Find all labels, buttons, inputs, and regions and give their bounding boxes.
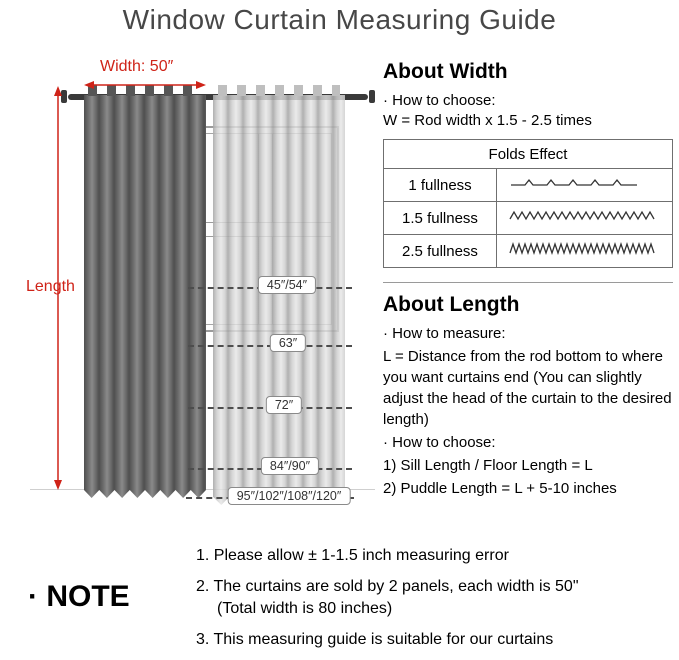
rod-finial-right xyxy=(369,90,375,103)
fold-pattern-zigzag-small-icon xyxy=(508,210,655,221)
note-list: 1. Please allow ± 1-1.5 inch measuring e… xyxy=(196,545,668,660)
length-mark-label: 72″ xyxy=(265,396,303,414)
width-arrow-icon xyxy=(84,81,206,89)
light-curtain-tabs xyxy=(218,85,340,96)
folds-table-header: Folds Effect xyxy=(383,139,673,169)
light-curtain xyxy=(213,95,345,505)
fold-pattern-flat-icon xyxy=(510,178,637,186)
fold-label: 1 fullness xyxy=(383,168,497,202)
note-item: 3. This measuring guide is suitable for … xyxy=(196,629,668,651)
length-arrow-icon xyxy=(54,86,62,490)
length-option-puddle: 2) Puddle Length = L + 5-10 inches xyxy=(383,480,617,497)
length-option-sill: 1) Sill Length / Floor Length = L xyxy=(383,457,593,474)
section-divider xyxy=(383,282,673,283)
length-mark-label: 84″/90″ xyxy=(260,457,320,475)
folds-effect-table: Folds Effect 1 fullness 1.5 fullness 2.5… xyxy=(383,139,673,268)
note-item-line: (Total width is 80 inches) xyxy=(217,600,393,617)
fold-pattern-zigzag-dense-icon xyxy=(508,241,655,256)
fold-row: 2.5 fullness xyxy=(383,234,673,268)
note-item-line: 3. This measuring guide is suitable for … xyxy=(196,631,554,648)
width-formula: W = Rod width x 1.5 - 2.5 times xyxy=(383,112,592,129)
info-panel: About Width · How to choose: W = Rod wid… xyxy=(383,60,673,503)
fold-row: 1.5 fullness xyxy=(383,201,673,235)
page-title: Window Curtain Measuring Guide xyxy=(122,4,557,35)
about-length-heading: About Length xyxy=(383,293,520,316)
dark-curtain xyxy=(84,95,206,498)
length-how-to-measure-label: · How to measure: xyxy=(383,325,506,342)
length-label: Length xyxy=(26,278,75,295)
dark-curtain-tabs xyxy=(88,85,202,96)
rod-finial-left xyxy=(61,90,67,103)
length-measure-text: L = Distance from the rod bottom to wher… xyxy=(383,348,672,428)
length-mark-label: 63″ xyxy=(269,334,307,352)
note-item: 1. Please allow ± 1-1.5 inch measuring e… xyxy=(196,545,668,567)
fold-row: 1 fullness xyxy=(383,168,673,202)
length-mark-label: 45″/54″ xyxy=(257,276,317,294)
fold-label: 2.5 fullness xyxy=(383,234,497,268)
note-item: 2. The curtains are sold by 2 panels, ea… xyxy=(196,576,668,620)
length-mark-label: 95″/102″/108″/120″ xyxy=(227,487,351,505)
length-how-to-choose-label: · How to choose: xyxy=(383,434,496,451)
width-label: Width: 50″ xyxy=(100,58,174,75)
fold-label: 1.5 fullness xyxy=(383,201,497,235)
note-item-line: 2. The curtains are sold by 2 panels, ea… xyxy=(196,578,579,595)
about-width-heading: About Width xyxy=(383,60,508,83)
width-how-to-choose-label: · How to choose: xyxy=(383,92,496,109)
note-item-line: 1. Please allow ± 1-1.5 inch measuring e… xyxy=(196,547,509,564)
note-heading: · NOTE xyxy=(28,580,130,613)
